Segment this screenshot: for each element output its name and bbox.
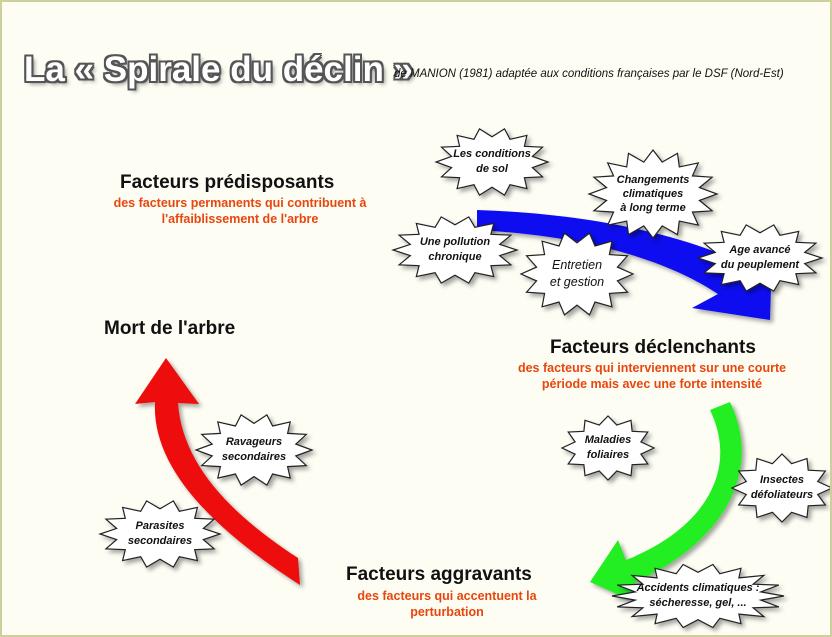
star-burst-management <box>519 232 635 316</box>
star-burst-secondary-parasites <box>98 500 222 568</box>
aggravating-description: des facteurs qui accentuent la perturbat… <box>342 588 552 620</box>
factor-secondary-pests-line1: Ravageurs <box>225 436 283 448</box>
triggering-description: des facteurs qui interviennent sur une c… <box>502 360 802 392</box>
factor-stand-age-line2: du peuplement <box>720 259 800 271</box>
factor-stand-age: Age avancé du peuplement <box>704 238 816 278</box>
factor-secondary-parasites: Parasites secondaires <box>106 514 214 554</box>
aggravating-description-line2: perturbation <box>410 605 484 619</box>
star-burst-pollution <box>391 216 519 284</box>
factor-climatic-accidents-line1: Accidents climatiques : <box>636 582 760 594</box>
predisposing-description: des facteurs permanents qui contribuent … <box>90 195 390 227</box>
triggering-heading: Facteurs déclenchants <box>550 337 756 358</box>
factor-secondary-pests: Ravageurs secondaires <box>204 430 304 470</box>
death-arrow <box>135 358 300 585</box>
star-burst-defoliating-insects <box>730 453 830 523</box>
title-source: de MANION (1981) adaptée aux conditions … <box>394 68 784 80</box>
factor-pollution: Une pollution chronique <box>400 230 510 270</box>
factor-climate-change-line2: climatiques <box>622 188 684 200</box>
factor-climatic-accidents: Accidents climatiques : sécheresse, gel,… <box>620 576 776 616</box>
factor-defoliating-insects-line1: Insectes <box>759 474 804 486</box>
factor-leaf-diseases-line2: foliaires <box>586 449 630 461</box>
factor-climate-change-line3: à long terme <box>620 202 686 214</box>
factor-management-line2: et gestion <box>549 275 605 289</box>
death-heading: Mort de l'arbre <box>104 318 236 339</box>
factor-climatic-accidents-line2: sécheresse, gel, ... <box>649 597 747 609</box>
star-burst-stand-age <box>696 224 824 292</box>
star-burst-leaf-diseases <box>560 415 656 481</box>
factor-climate-change: Changements climatiques à long terme <box>598 168 708 220</box>
factor-pollution-line1: Une pollution <box>419 236 491 248</box>
factor-soil-line1: Les conditions <box>453 148 531 160</box>
factor-secondary-parasites-line1: Parasites <box>135 520 185 532</box>
star-burst-climate-change <box>587 149 719 239</box>
factor-secondary-pests-line2: secondaires <box>221 451 287 463</box>
triggering-description-line2: période mais avec une forte intensité <box>541 377 763 391</box>
star-burst-secondary-pests <box>194 414 314 486</box>
aggravating-description-line1: des facteurs qui accentuent la <box>357 589 537 603</box>
triggering-description-line1: des facteurs qui interviennent sur une c… <box>517 361 787 375</box>
predisposing-description-line2: l'affaiblissement de l'arbre <box>161 212 319 226</box>
predisposing-heading: Facteurs prédisposants <box>120 172 335 193</box>
factor-climate-change-line1: Changements <box>616 174 690 186</box>
triggering-arrow <box>590 402 742 606</box>
factor-leaf-diseases-line1: Maladies <box>584 434 632 446</box>
factor-management: Entretien et gestion <box>528 252 626 296</box>
factor-leaf-diseases: Maladies foliaires <box>566 428 650 468</box>
predisposing-description-line1: des facteurs permanents qui contribuent … <box>113 196 367 210</box>
star-burst-climatic-accidents <box>611 563 785 629</box>
aggravating-heading: Facteurs aggravants <box>346 564 532 585</box>
factor-stand-age-line1: Age avancé <box>729 244 791 256</box>
factor-secondary-parasites-line2: secondaires <box>127 535 193 547</box>
main-title: La « Spirale du déclin » <box>24 50 414 89</box>
factor-defoliating-insects-line2: défoliateurs <box>750 489 814 501</box>
factor-soil: Les conditions de sol <box>440 142 544 182</box>
star-burst-soil <box>434 128 550 196</box>
factor-soil-line2: de sol <box>476 163 508 175</box>
factor-management-line1: Entretien <box>551 258 603 272</box>
factor-defoliating-insects: Insectes défoliateurs <box>738 468 826 508</box>
factor-pollution-line2: chronique <box>428 251 482 263</box>
